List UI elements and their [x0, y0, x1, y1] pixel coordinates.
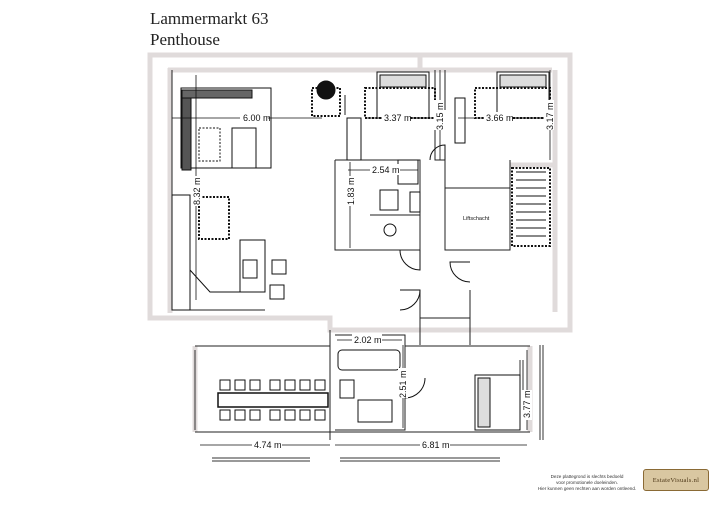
desk: [346, 117, 362, 161]
dim-bedroom-height-b: 3.17 m: [545, 102, 555, 130]
interior-walls: [171, 70, 530, 440]
dim-bathroom-width: 2.54 m: [372, 165, 400, 175]
kitchen-island: [239, 239, 266, 293]
doors: [399, 144, 471, 399]
cooktop: [242, 259, 258, 279]
toilet-lower: [339, 379, 355, 399]
dining-table: [217, 392, 329, 408]
chairs-top: [219, 379, 326, 391]
dim-bedroom2: 3.66 m: [486, 113, 514, 123]
dining: [217, 379, 329, 421]
windows: [194, 345, 544, 462]
disclaimer: Deze plattegrond is slechts bedoeld voor…: [528, 474, 646, 492]
disclaimer-line-2: voor promotionele doeleinden.: [556, 480, 618, 485]
dim-lower-width: 6.81 m: [422, 440, 450, 450]
bed-lower: [474, 374, 521, 431]
shower: [397, 159, 419, 185]
pillows-2: [499, 74, 547, 88]
chairs-bottom: [219, 409, 326, 421]
sofa-back: [181, 89, 192, 171]
sink: [379, 189, 399, 211]
disclaimer-line-3: Hier kunnen geen rechten aan worden ontl…: [537, 486, 637, 491]
plant-icon: [316, 80, 336, 100]
dim-lower-bath-depth: 2.51 m: [398, 370, 408, 398]
bedroom-2: [454, 71, 551, 144]
dim-living-depth: 8.32 m: [192, 177, 202, 205]
kitchen-counter: [171, 194, 191, 311]
stair-rug: [511, 167, 551, 247]
unit-subtitle: Penthouse: [150, 30, 220, 49]
bathroom-lower: [337, 349, 401, 423]
logo-text: EstateVisuals.nl: [652, 476, 700, 484]
dim-lower-bath-width: 2.02 m: [354, 335, 382, 345]
dim-lower-bedroom-depth: 3.77 m: [522, 390, 532, 418]
rug: [180, 87, 272, 169]
door-2: [449, 261, 471, 283]
toilet: [383, 223, 397, 237]
dimension-lines: [172, 70, 552, 446]
coffee-table: [231, 127, 257, 169]
address-title: Lammermarkt 63: [150, 9, 269, 28]
bar-stool-1: [271, 259, 287, 275]
kitchen-angle: [189, 269, 265, 293]
bathtub: [337, 349, 401, 371]
bath-cabinet: [409, 191, 421, 213]
pillows-lower: [477, 377, 491, 428]
dim-bedroom1: 3.37 m: [384, 113, 412, 123]
wardrobe-2: [454, 97, 466, 144]
bedroom-lower: [474, 374, 521, 431]
stair-treads: [516, 171, 546, 237]
dim-dining-width: 4.74 m: [254, 440, 282, 450]
dim-living-width: 6.00 m: [243, 113, 271, 123]
armchair-pattern: [198, 127, 221, 162]
door-1: [399, 249, 421, 271]
stairs: [511, 167, 551, 247]
bar-stool-2: [269, 284, 285, 300]
double-sink: [357, 399, 393, 423]
disclaimer-line-1: Deze plattegrond is slechts bedoeld: [550, 474, 624, 479]
pillows-1: [379, 74, 427, 88]
rug-pattern: [198, 196, 230, 240]
lift-label: Liftschacht: [463, 216, 490, 222]
plan-title: Lammermarkt 63 Penthouse: [150, 8, 269, 50]
dim-bathroom-depth: 1.83 m: [346, 177, 356, 205]
brand-logo[interactable]: EstateVisuals.nl: [643, 469, 709, 491]
living-room: [171, 80, 362, 311]
door-5: [429, 144, 446, 161]
bedroom-1: [364, 71, 436, 119]
door-3: [399, 289, 421, 311]
dim-bedroom-height-a: 3.15 m: [435, 102, 445, 130]
sofa-top: [181, 89, 253, 99]
